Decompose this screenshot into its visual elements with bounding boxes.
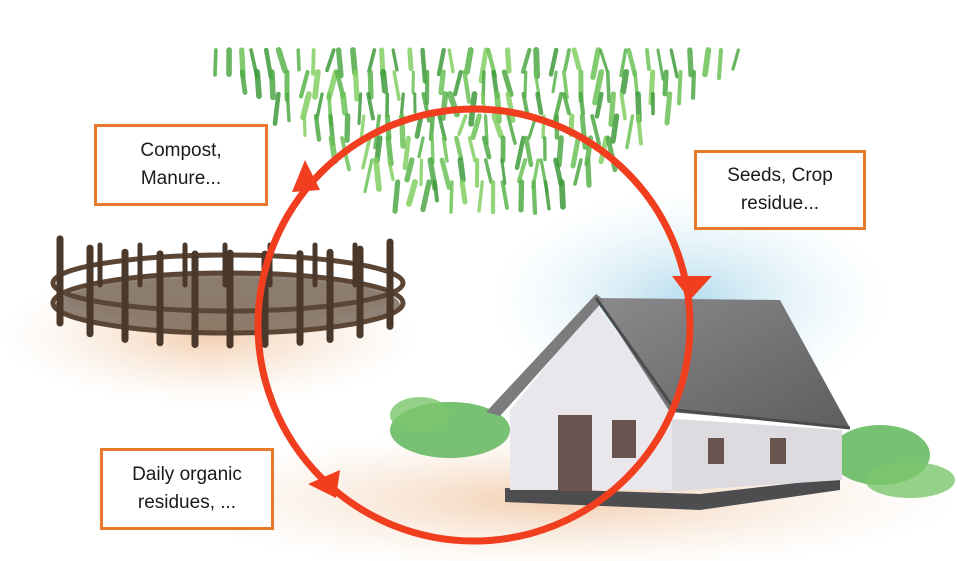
crop-blade [574, 50, 579, 68]
label-seeds-line1: Seeds, Crop [727, 162, 833, 190]
label-compost-line1: Compost, [140, 137, 221, 165]
crop-blade [538, 94, 541, 113]
crop-blade [635, 72, 637, 94]
crop-blade [279, 50, 285, 70]
label-daily-organic-residues: Daily organic residues, ... [100, 448, 274, 530]
crop-blade [419, 138, 423, 157]
crop-blade [365, 160, 372, 192]
crop-blade [431, 116, 433, 139]
crop-blade [665, 72, 666, 94]
crop-blade [460, 160, 463, 180]
crop-blade [327, 50, 334, 70]
crop-blade [588, 160, 589, 185]
crop-blade [435, 182, 437, 200]
crop-blade [462, 182, 465, 202]
crop-blade [693, 72, 694, 98]
crop-blade [370, 72, 371, 97]
crop-blade [455, 72, 461, 94]
crop-blade [479, 182, 482, 211]
crop-blade [423, 50, 425, 81]
crop-blade [592, 116, 599, 144]
crop-blade [464, 72, 469, 102]
crop-blade [355, 72, 357, 99]
crop-blade [377, 138, 380, 161]
crop-blade [272, 72, 273, 97]
crop-blade [623, 72, 626, 92]
crop-blade [347, 116, 348, 140]
crop-blade [503, 182, 507, 208]
crop-blade [298, 50, 299, 70]
crop-blade [313, 50, 314, 74]
crop-blade [521, 182, 522, 210]
crop-blade [733, 50, 738, 69]
crop-blade [504, 72, 511, 95]
crop-blade [316, 116, 319, 140]
label-daily-line2: residues, ... [132, 489, 242, 517]
label-compost-line2: Manure... [140, 165, 221, 193]
crop-blade [525, 72, 526, 96]
crop-blade [627, 116, 633, 148]
label-seeds-line2: residue... [727, 190, 833, 218]
crop-blade [502, 160, 505, 184]
crop-blade [705, 50, 708, 74]
crop-blade [601, 50, 607, 70]
crop-blade [423, 182, 429, 209]
crop-blade [467, 50, 471, 72]
crop-blade [671, 50, 677, 77]
crop-blade [257, 72, 259, 96]
label-daily-line1: Daily organic [132, 461, 242, 489]
crop-blade [553, 72, 556, 92]
crop-blade [559, 138, 561, 165]
crop-blade [343, 94, 345, 113]
crop-blade [647, 50, 649, 69]
crop-blade [638, 116, 641, 143]
crop-blade [395, 182, 398, 211]
crop-blade [287, 94, 289, 121]
crop-blade [456, 138, 461, 158]
crop-blade [459, 116, 466, 134]
crop-blade [667, 94, 670, 123]
crop-blade [409, 182, 415, 204]
crop-blade [376, 160, 379, 189]
crop-blade [508, 50, 509, 71]
crop-blade [242, 72, 245, 93]
crop-blade [622, 94, 625, 119]
crop-blade [573, 138, 578, 166]
crop-blade [486, 160, 491, 182]
label-seeds-crop-residue: Seeds, Crop residue... [694, 150, 866, 230]
crop-blade [613, 116, 617, 141]
crop-blade [304, 116, 305, 135]
crop-blade [369, 50, 374, 71]
crop-blade [441, 72, 443, 93]
crop-blade [690, 50, 691, 75]
crop-blade [393, 50, 397, 70]
crop-blade [469, 138, 475, 161]
crop-blade [611, 94, 613, 124]
crop-blade [581, 94, 583, 114]
crop-blade [449, 50, 453, 72]
crop-blade [546, 182, 549, 209]
crop-blade [523, 50, 529, 72]
crop-blade [359, 94, 361, 123]
crop-blade [608, 72, 609, 101]
crop-blade [315, 72, 318, 97]
crop-blade [593, 50, 598, 77]
crop-blade [442, 160, 449, 187]
crop-blade [303, 94, 309, 117]
crop-blade [451, 182, 452, 212]
crop-blade [394, 72, 399, 99]
crop-blade [383, 72, 385, 91]
crop-blade [679, 72, 681, 103]
crop-blade [565, 50, 569, 70]
crop-blade [444, 138, 447, 161]
crop-blade [562, 182, 563, 207]
crop-blade [215, 50, 216, 75]
crop-blade [719, 50, 721, 78]
crop-blade [534, 182, 535, 213]
label-compost-manure: Compost, Manure... [94, 124, 268, 206]
crop-blade [658, 50, 663, 79]
crop-blade [410, 50, 411, 69]
